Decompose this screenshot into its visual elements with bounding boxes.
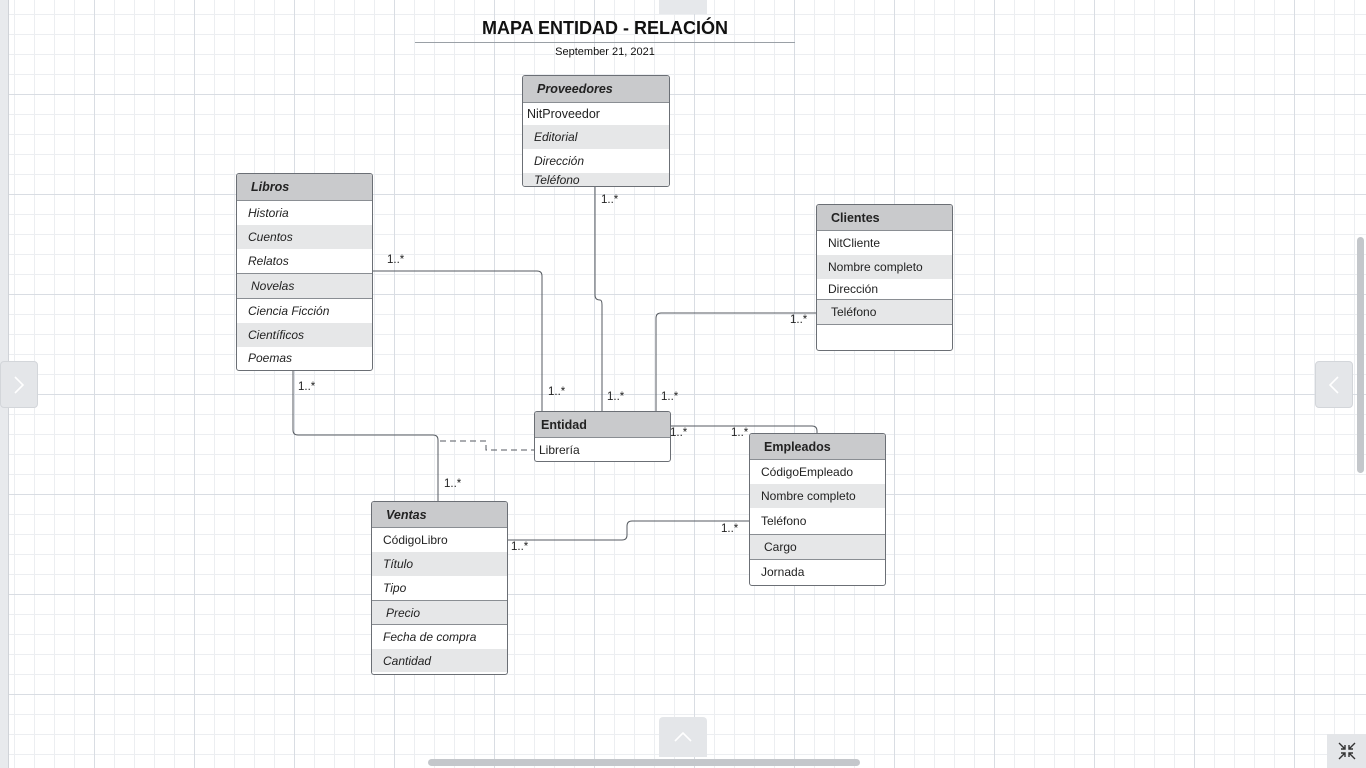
- diagram-title: MAPA ENTIDAD - RELACIÓN: [482, 18, 728, 38]
- entity-row: Título: [372, 552, 507, 576]
- nav-right-button[interactable]: [1315, 361, 1353, 408]
- entity-row: Dirección: [828, 282, 879, 296]
- cardinality-label: 1..*: [670, 427, 688, 439]
- cardinality-label: 1..*: [298, 381, 316, 393]
- cardinality-label: 1..*: [731, 427, 749, 439]
- cardinality-label: 1..*: [607, 391, 625, 403]
- entity-header: Clientes: [817, 205, 952, 231]
- chevron-up-icon: [674, 731, 692, 742]
- entity-row: Nombre completo: [817, 255, 952, 279]
- nav-bottom-button[interactable]: [659, 717, 707, 757]
- entity-header: Empleados: [750, 434, 885, 460]
- collapse-button[interactable]: [1327, 734, 1366, 768]
- cardinality-label: 1..*: [790, 314, 808, 326]
- entity-row: Teléfono: [761, 514, 807, 528]
- entity-row: NitProveedor: [527, 107, 600, 121]
- diagram-date: September 21, 2021: [555, 46, 655, 58]
- entity-clientes[interactable]: Clientes NitCliente Nombre completo Dire…: [816, 204, 953, 351]
- entity-row: Librería: [539, 442, 580, 457]
- cardinality-label: 1..*: [548, 386, 566, 398]
- entity-header: Entidad: [535, 412, 670, 438]
- entity-row: Nombre completo: [750, 484, 885, 508]
- entity-row: Ciencia Ficción: [248, 304, 330, 318]
- entity-row: Precio: [372, 600, 507, 625]
- vertical-scrollbar[interactable]: [1357, 237, 1364, 473]
- entity-row: Teléfono: [523, 173, 669, 186]
- edge-proveedores-entidad: [594, 185, 603, 412]
- cardinality-label: 1..*: [601, 194, 619, 206]
- cardinality-label: 1..*: [387, 254, 405, 266]
- entity-empleados[interactable]: Empleados CódigoEmpleado Nombre completo…: [749, 433, 886, 586]
- entity-row: CódigoEmpleado: [761, 465, 854, 479]
- entity-row: Poemas: [248, 351, 293, 365]
- chevron-left-icon: [1328, 375, 1339, 394]
- entity-row: Editorial: [523, 125, 669, 149]
- entity-row: Cantidad: [372, 649, 507, 672]
- entity-row: Cuentos: [237, 225, 372, 249]
- horizontal-scrollbar[interactable]: [428, 759, 860, 766]
- top-tab[interactable]: [659, 0, 707, 14]
- collapse-icon: [1338, 742, 1355, 760]
- entity-row: Cargo: [750, 534, 885, 560]
- entity-header: Ventas: [372, 502, 507, 528]
- entity-row: Relatos: [248, 254, 289, 268]
- entity-row-empty: [817, 325, 952, 348]
- entity-row: Teléfono: [817, 299, 952, 325]
- entity-entidad[interactable]: Entidad Librería: [534, 411, 671, 462]
- chevron-right-icon: [14, 375, 25, 394]
- cardinality-label: 1..*: [511, 541, 529, 553]
- entity-row: Jornada: [761, 565, 805, 579]
- edge-clientes-entidad: [655, 312, 817, 412]
- edge-dashed-ventas-entidad: [440, 440, 535, 451]
- nav-left-button[interactable]: [0, 361, 38, 408]
- entity-header: Libros: [237, 174, 372, 201]
- entity-row: Fecha de compra: [383, 630, 477, 644]
- entity-row: NitCliente: [828, 236, 881, 250]
- entity-ventas[interactable]: Ventas CódigoLibro Título Tipo Precio Fe…: [371, 501, 508, 675]
- entity-row: Tipo: [383, 581, 407, 595]
- cardinality-label: 1..*: [721, 523, 739, 535]
- edge-ventas-empleados: [506, 520, 749, 541]
- entity-libros[interactable]: Libros Historia Cuentos Relatos Novelas …: [236, 173, 373, 371]
- cardinality-label: 1..*: [444, 478, 462, 490]
- entity-row: Historia: [248, 206, 289, 220]
- entity-row: Dirección: [534, 154, 585, 168]
- edge-entidad-empleados: [669, 425, 818, 434]
- entity-row: Novelas: [237, 273, 372, 299]
- title-divider: [415, 42, 795, 43]
- entity-header: Proveedores: [523, 76, 669, 103]
- edge-libros-entidad: [371, 270, 543, 412]
- entity-proveedores[interactable]: Proveedores NitProveedor Editorial Direc…: [522, 75, 670, 187]
- entity-row: CódigoLibro: [383, 533, 448, 547]
- cardinality-label: 1..*: [661, 391, 679, 403]
- edge-libros-ventas: [292, 369, 439, 502]
- entity-row: Científicos: [237, 323, 372, 347]
